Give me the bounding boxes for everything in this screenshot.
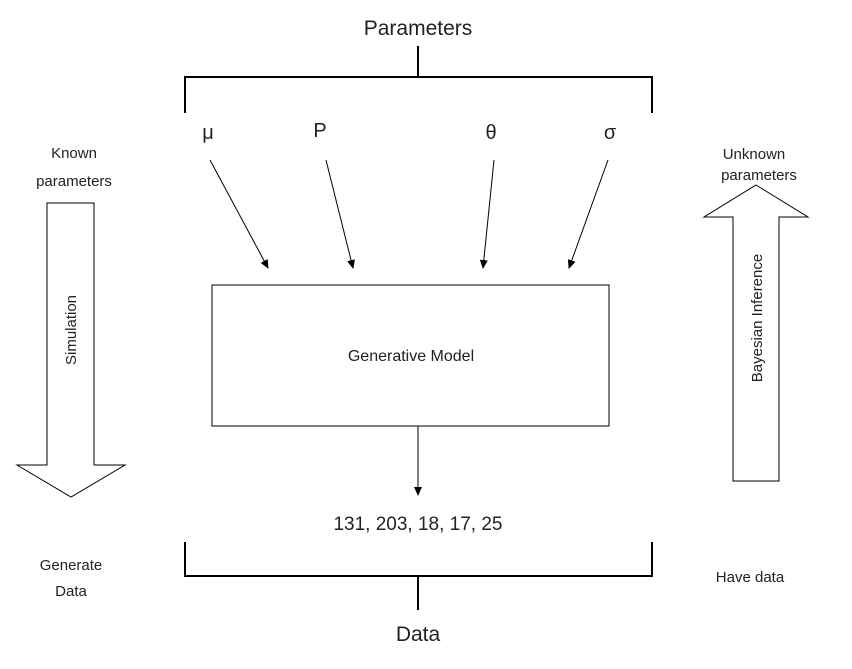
parameter-theta: θ (485, 122, 496, 144)
parameters-title: Parameters (364, 17, 473, 40)
generative-model-box (211, 284, 610, 427)
generative-model-label: Generative Model (348, 348, 474, 365)
unknown-parameters-label-line2: parameters (721, 167, 797, 184)
arrow-sigma-to-model (567, 159, 609, 269)
data-title: Data (396, 623, 441, 646)
parameter-p: P (313, 120, 326, 142)
data-bracket (184, 542, 653, 610)
bayesian-inference-arrow (702, 184, 810, 482)
simulation-arrow (15, 202, 127, 498)
arrow-mu-to-model (209, 159, 269, 269)
unknown-parameters-label-line1: Unknown (723, 146, 786, 163)
bayesian-inference-label: Bayesian Inference (749, 254, 766, 382)
simulation-label: Simulation (63, 295, 80, 365)
generate-data-label-line2: Data (55, 583, 87, 600)
parameter-sigma: σ (604, 122, 617, 144)
arrow-theta-to-model (479, 159, 495, 269)
data-values: 131, 203, 18, 17, 25 (333, 514, 502, 535)
known-parameters-label-line2: parameters (36, 173, 112, 190)
have-data-label: Have data (716, 569, 785, 586)
arrow-p-to-model (325, 159, 355, 269)
generate-data-label-line1: Generate (40, 557, 103, 574)
parameters-bracket (184, 46, 653, 113)
parameter-mu: μ (202, 122, 214, 144)
known-parameters-label-line1: Known (51, 145, 97, 162)
